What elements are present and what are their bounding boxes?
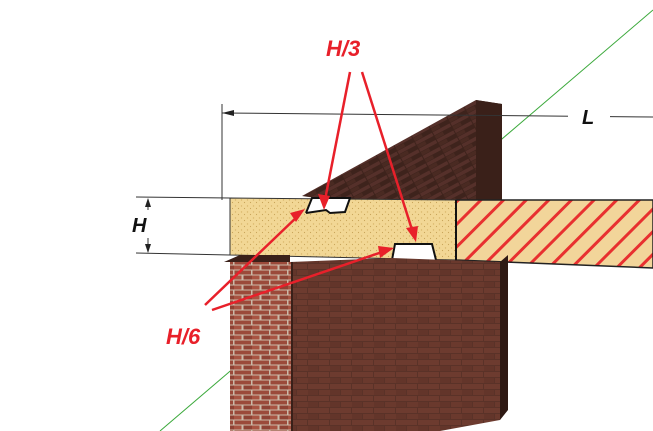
lower-notch-arrow-2 [211, 248, 389, 312]
near-wall-end-face [230, 262, 292, 431]
height-extension-bottom [135, 252, 231, 256]
lower-notch [391, 243, 437, 261]
height-label: H [132, 215, 147, 237]
upper-notch [305, 197, 352, 215]
far-wall-end [476, 100, 502, 200]
lower-notch-label: H/6 [166, 324, 201, 349]
lower-notch-arrowhead-1 [290, 209, 305, 222]
far-wall-top [302, 100, 502, 200]
beam-hatched-section [455, 199, 653, 269]
near-wall-right-end [500, 255, 508, 420]
upper-notch-arrow-1 [322, 71, 352, 206]
height-arrow-bottom [145, 244, 151, 253]
upper-notch-arrowhead-1 [318, 194, 330, 210]
near-wall-side [290, 258, 500, 431]
length-arrow-left [222, 110, 234, 116]
height-arrow-top [145, 198, 151, 207]
upper-notch-label: H/3 [326, 36, 360, 61]
length-label-bg [568, 100, 610, 130]
upper-notch-arrowhead-2 [406, 226, 418, 242]
height-label-bg [128, 210, 154, 238]
lower-notch-arrowhead-2 [378, 246, 394, 258]
upper-notch-arrow-2 [360, 71, 416, 237]
height-extension-top [135, 196, 231, 199]
lower-notch-arrow-1 [204, 213, 301, 306]
near-wall-top [224, 255, 290, 262]
length-label: L [582, 107, 594, 129]
